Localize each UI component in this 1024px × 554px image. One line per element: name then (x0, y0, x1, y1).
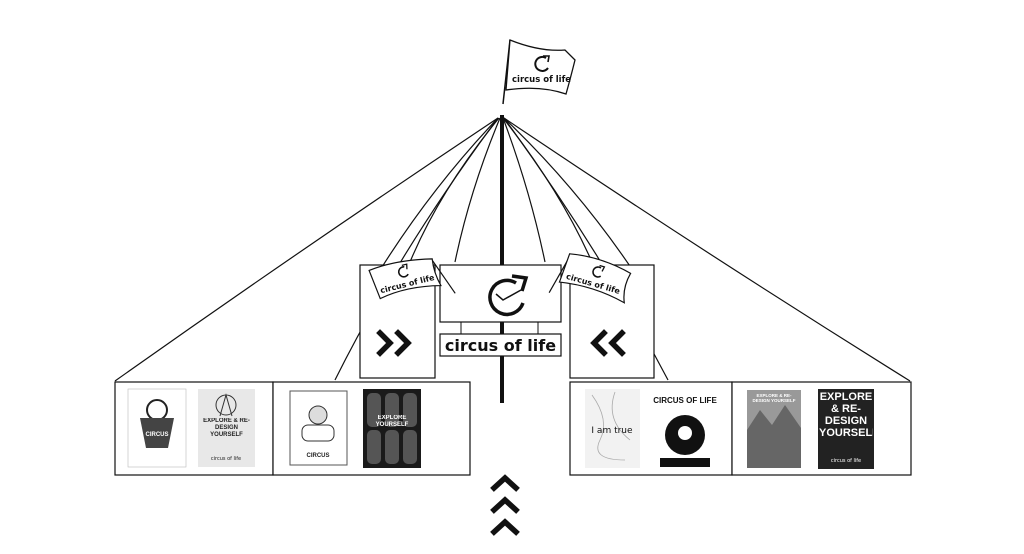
poster-8[interactable]: EXPLORE & RE-DESIGN YOURSELF circus of l… (818, 389, 874, 469)
svg-text:CIRCUS OF LIFE: CIRCUS OF LIFE (653, 396, 717, 405)
poster-1[interactable]: CIRCUS (127, 388, 187, 468)
top-flag-label: circus of life (512, 75, 571, 85)
poster-6[interactable]: CIRCUS OF LIFE (653, 389, 717, 469)
poster-4[interactable]: EXPLORE YOURSELF (363, 389, 421, 468)
tent-ropes (114, 117, 911, 382)
center-sign-label: circus of life (445, 336, 556, 355)
prev-double-chevron-icon[interactable] (590, 329, 626, 357)
next-double-chevron-icon[interactable] (376, 329, 412, 357)
poster-2[interactable]: EXPLORE & RE-DESIGN YOURSELF circus of l… (198, 389, 255, 467)
center-sign-box (439, 333, 562, 357)
svg-text:CIRCUS: CIRCUS (145, 432, 168, 438)
svg-text:CIRCUS: CIRCUS (306, 453, 329, 459)
poster-5[interactable]: I am true (585, 389, 640, 468)
refresh-logo-icon (534, 55, 550, 72)
top-flag[interactable]: circus of life (502, 39, 576, 105)
poster-3[interactable]: CIRCUS (289, 390, 348, 466)
scroll-up-triple-chevron-icon[interactable] (490, 474, 520, 536)
circus-clock-logo-icon (488, 274, 529, 317)
svg-text:circus of life: circus of life (211, 456, 241, 462)
tent-pole (500, 115, 504, 403)
poster-7[interactable]: EXPLORE & RE-DESIGN YOURSELF (747, 390, 801, 468)
svg-text:circus of life: circus of life (831, 458, 861, 464)
svg-text:I am true: I am true (591, 426, 633, 436)
